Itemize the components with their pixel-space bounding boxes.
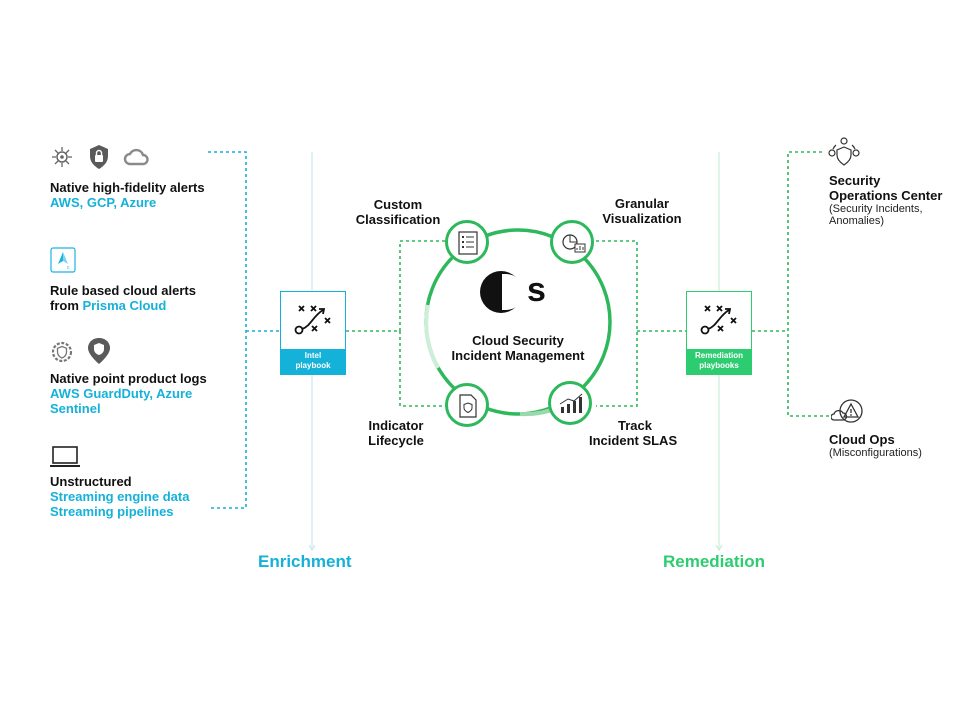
- playbook-strategy-icon: [700, 305, 737, 335]
- prisma-cloud-icon: c: [50, 247, 76, 273]
- track-label-line2: Incident SLAS: [589, 433, 678, 448]
- custom-classification-node: [445, 220, 489, 264]
- indicator-lifecycle-node: [445, 383, 489, 427]
- source-1-line: AWS, GCP, Azure: [50, 195, 157, 210]
- svg-text:c: c: [67, 265, 70, 271]
- cloudops-sub: (Misconfigurations): [829, 447, 922, 459]
- checklist-icon: [458, 231, 478, 255]
- lock-shield-icon: [90, 145, 108, 169]
- intel-to-custom-line: [346, 240, 446, 332]
- cloud-alert-icon: [831, 399, 863, 423]
- location-shield-icon: [88, 338, 110, 364]
- source-3-title: Native point product logs: [50, 371, 207, 386]
- laptop-icon: [50, 446, 80, 467]
- indicator-label-line2: Lifecycle: [368, 433, 424, 448]
- granular-track-line: [596, 240, 638, 407]
- source-4-line1: Streaming engine data: [50, 489, 190, 504]
- intel-to-indicator-line: [399, 331, 446, 407]
- indicator-label-line1: Indicator: [368, 418, 424, 433]
- soc-title-line2: Operations Center: [829, 188, 943, 203]
- granular-label-line1: Granular: [614, 196, 670, 211]
- soc-team-icon: [828, 137, 860, 166]
- soc-sub-line2: Anomalies): [829, 215, 885, 227]
- cloud-icon: [123, 148, 149, 166]
- custom-label-line2: Classification: [355, 212, 441, 227]
- track-label-line1: Track: [618, 418, 652, 433]
- prisma-cloud-text: Prisma Cloud: [82, 298, 167, 313]
- visualization-icon: [562, 234, 586, 253]
- cs-logo-icon: [480, 271, 523, 313]
- document-shield-icon: [459, 394, 477, 418]
- source-2-title-line2: from Prisma Cloud: [50, 298, 167, 313]
- playbook-strategy-icon: [294, 305, 331, 335]
- enrichment-label: Enrichment: [258, 552, 352, 571]
- soc-sub-line1: (Security Incidents,: [829, 203, 923, 215]
- source-4-title: Unstructured: [50, 474, 132, 489]
- track-sla-node: [548, 381, 592, 425]
- bar-trend-icon: [559, 393, 583, 413]
- sources-bracket: [208, 151, 247, 509]
- cloudops-title: Cloud Ops: [829, 432, 895, 447]
- cs-logo-letter: s: [527, 271, 546, 309]
- source-1-title: Native high-fidelity alerts: [50, 180, 205, 195]
- network-gear-icon: [52, 147, 72, 167]
- remediation-label: Remediation: [663, 552, 766, 571]
- settings-shield-icon: [51, 341, 73, 363]
- source-3-line2: Sentinel: [50, 401, 101, 416]
- granular-visualization-node: [550, 220, 594, 264]
- center-title-line1: Cloud Security: [472, 333, 564, 348]
- source-2-title-line1: Rule based cloud alerts: [50, 283, 196, 298]
- soc-title-line1: Security: [829, 173, 881, 188]
- center-title-line2: Incident Management: [451, 348, 585, 363]
- outputs-bracket: [787, 151, 830, 417]
- granular-label-line2: Visualization: [602, 211, 682, 226]
- source-3-line1: AWS GuardDuty, Azure: [50, 386, 193, 401]
- custom-label-line1: Custom: [373, 197, 423, 212]
- source-4-line2: Streaming pipelines: [50, 504, 174, 519]
